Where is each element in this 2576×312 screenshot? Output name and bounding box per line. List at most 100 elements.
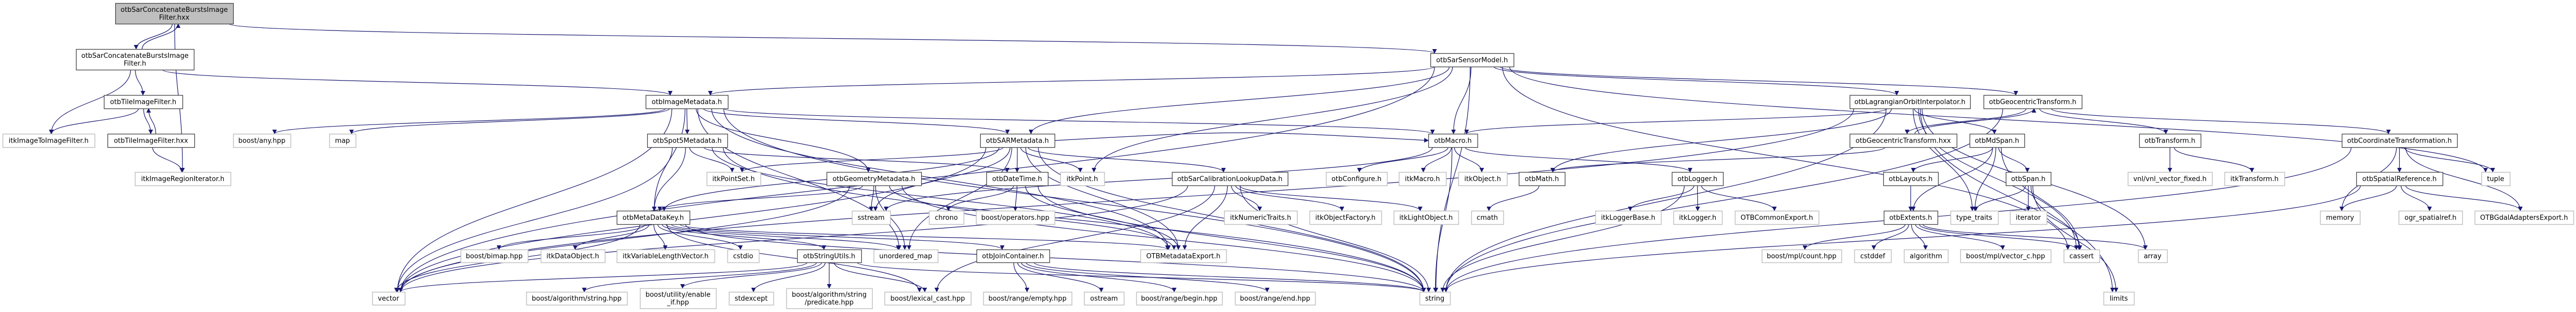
node-box[interactable] — [115, 3, 234, 25]
node-box[interactable] — [1234, 291, 1316, 306]
node-box[interactable] — [1518, 171, 1566, 186]
node-box[interactable] — [1761, 249, 1842, 263]
node-box[interactable] — [1084, 291, 1125, 306]
node-memory[interactable]: memory — [2320, 210, 2361, 225]
node-otblagrangianorbitinterpolator-h[interactable]: otbLagrangianOrbitInterpolator.h — [1849, 95, 1971, 110]
node-otbsarsensormodel-h[interactable]: otbSarSensorModel.h — [1430, 53, 1515, 68]
node-itkimageregioniterator-h[interactable]: itkImageRegionIterator.h — [134, 171, 232, 186]
node-itklogger-h[interactable]: itkLogger.h — [1673, 210, 1723, 225]
node-cmath[interactable]: cmath — [1471, 210, 1504, 225]
node-cstddef[interactable]: cstddef — [1854, 249, 1892, 263]
node-otbsarmetadata-h[interactable]: otbSARMetadata.h — [980, 133, 1056, 148]
node-box[interactable] — [107, 133, 195, 148]
node-box[interactable] — [928, 210, 965, 225]
node-boost-range-empty-hpp[interactable]: boost/range/empty.hpp — [983, 291, 1073, 306]
node-box[interactable] — [1854, 249, 1892, 263]
node-boost-range-end-hpp[interactable]: boost/range/end.hpp — [1234, 291, 1316, 306]
node-boost-bimap-hpp[interactable]: boost/bimap.hpp — [460, 249, 529, 263]
node-chrono[interactable]: chrono — [928, 210, 965, 225]
node-boost-any-hpp[interactable]: boost/any.hpp — [233, 133, 292, 148]
node-otbmetadatakey-h[interactable]: otbMetaDataKey.h — [616, 210, 691, 225]
node-ostream[interactable]: ostream — [1084, 291, 1125, 306]
node-box[interactable] — [884, 291, 972, 306]
node-box[interactable] — [1471, 210, 1504, 225]
node-box[interactable] — [1671, 171, 1724, 186]
node-box[interactable] — [2103, 291, 2135, 306]
node-box[interactable] — [329, 133, 357, 148]
node-itknumerictraits-h[interactable]: itkNumericTraits.h — [1224, 210, 1298, 225]
node-itkobjectfactory-h[interactable]: itkObjectFactory.h — [1309, 210, 1382, 225]
node-box[interactable] — [2356, 171, 2444, 186]
node-unordered-map[interactable]: unordered_map — [873, 249, 939, 263]
node-boost-mpl-count-hpp[interactable]: boost/mpl/count.hpp — [1761, 249, 1842, 263]
node-box[interactable] — [526, 291, 628, 306]
node-box[interactable] — [976, 249, 1050, 263]
node-otbdatetime-h[interactable]: otbDateTime.h — [986, 171, 1049, 186]
node-box[interactable] — [233, 133, 292, 148]
node-box[interactable] — [1171, 171, 1289, 186]
node-box[interactable] — [1983, 95, 2083, 110]
node-vnl-vnl-vector-fixed-h[interactable]: vnl/vnl_vector_fixed.h — [2127, 171, 2213, 186]
node-box[interactable] — [2005, 171, 2052, 186]
node-sstream[interactable]: sstream — [851, 210, 891, 225]
node-box[interactable] — [1140, 249, 1227, 263]
node-box[interactable] — [2138, 249, 2168, 263]
node-box[interactable] — [1428, 133, 1478, 148]
node-otbgeometrymetadata-h[interactable]: otbGeometryMetadata.h — [826, 171, 922, 186]
node-otbjoincontainer-h[interactable]: otbJoinContainer.h — [976, 249, 1050, 263]
node-box[interactable] — [616, 249, 715, 263]
node-otbtileimagefilter-hxx[interactable]: otbTileImageFilter.hxx — [107, 133, 195, 148]
node-otblogger-h[interactable]: otbLogger.h — [1671, 171, 1724, 186]
node-box[interactable] — [706, 171, 761, 186]
node-otbextents-h[interactable]: otbExtents.h — [1883, 210, 1939, 225]
node-otbcoordinatetransformation-h[interactable]: otbCoordinateTransformation.h — [2341, 133, 2458, 148]
node-box[interactable] — [2127, 171, 2213, 186]
node-box[interactable] — [851, 210, 891, 225]
node-box[interactable] — [1309, 210, 1382, 225]
node-itklightobject-h[interactable]: itkLightObject.h — [1393, 210, 1459, 225]
node-box[interactable] — [616, 210, 691, 225]
node-box[interactable] — [372, 291, 406, 306]
node-box[interactable] — [75, 49, 195, 71]
node-box[interactable] — [2224, 171, 2285, 186]
node-box[interactable] — [1325, 171, 1388, 186]
node-box[interactable] — [975, 210, 1056, 225]
node-box[interactable] — [1849, 95, 1971, 110]
node-otbsarcalibrationlookupdata-h[interactable]: otbSarCalibrationLookupData.h — [1171, 171, 1289, 186]
node-box[interactable] — [983, 291, 1073, 306]
node-box[interactable] — [1883, 171, 1939, 186]
node-box[interactable] — [103, 95, 184, 110]
node-itkimagetoimagefilter-h[interactable]: itkImageToImageFilter.h — [2, 133, 96, 148]
node-otbmdspan-h[interactable]: otbMdSpan.h — [1969, 133, 2025, 148]
node-box[interactable] — [1969, 133, 2025, 148]
node-box[interactable] — [460, 249, 529, 263]
node-box[interactable] — [645, 95, 729, 110]
node-boost-range-begin-hpp[interactable]: boost/range/begin.hpp — [1136, 291, 1223, 306]
node-otbimagemetadata-h[interactable]: otbImageMetadata.h — [645, 95, 729, 110]
node-box[interactable] — [1224, 210, 1298, 225]
node-type-traits[interactable]: type_traits — [1950, 210, 1999, 225]
node-otblayouts-h[interactable]: otbLayouts.h — [1883, 171, 1939, 186]
node-itkpointset-h[interactable]: itkPointSet.h — [706, 171, 761, 186]
node-box[interactable] — [1419, 291, 1451, 306]
node-otbgeocentrictransform-h[interactable]: otbGeocentricTransform.h — [1983, 95, 2083, 110]
node-boost-lexical-cast-hpp[interactable]: boost/lexical_cast.hpp — [884, 291, 972, 306]
node-box[interactable] — [2320, 210, 2361, 225]
node-limits[interactable]: limits — [2103, 291, 2135, 306]
node-box[interactable] — [1849, 133, 1958, 148]
node-otbcommonexport-h[interactable]: OTBCommonExport.h — [1734, 210, 1820, 225]
node-box[interactable] — [786, 288, 873, 309]
node-box[interactable] — [2474, 210, 2574, 225]
node-box[interactable] — [1398, 171, 1447, 186]
node-box[interactable] — [1903, 249, 1949, 263]
node-otbspan-h[interactable]: otbSpan.h — [2005, 171, 2052, 186]
node-string[interactable]: string — [1419, 291, 1451, 306]
node-otbmath-h[interactable]: otbMath.h — [1518, 171, 1566, 186]
node-box[interactable] — [826, 171, 922, 186]
node-box[interactable] — [1673, 210, 1723, 225]
node-box[interactable] — [1136, 291, 1223, 306]
node-box[interactable] — [134, 171, 232, 186]
node-box[interactable] — [647, 133, 728, 148]
node-itkdataobject-h[interactable]: itkDataObject.h — [540, 249, 606, 263]
